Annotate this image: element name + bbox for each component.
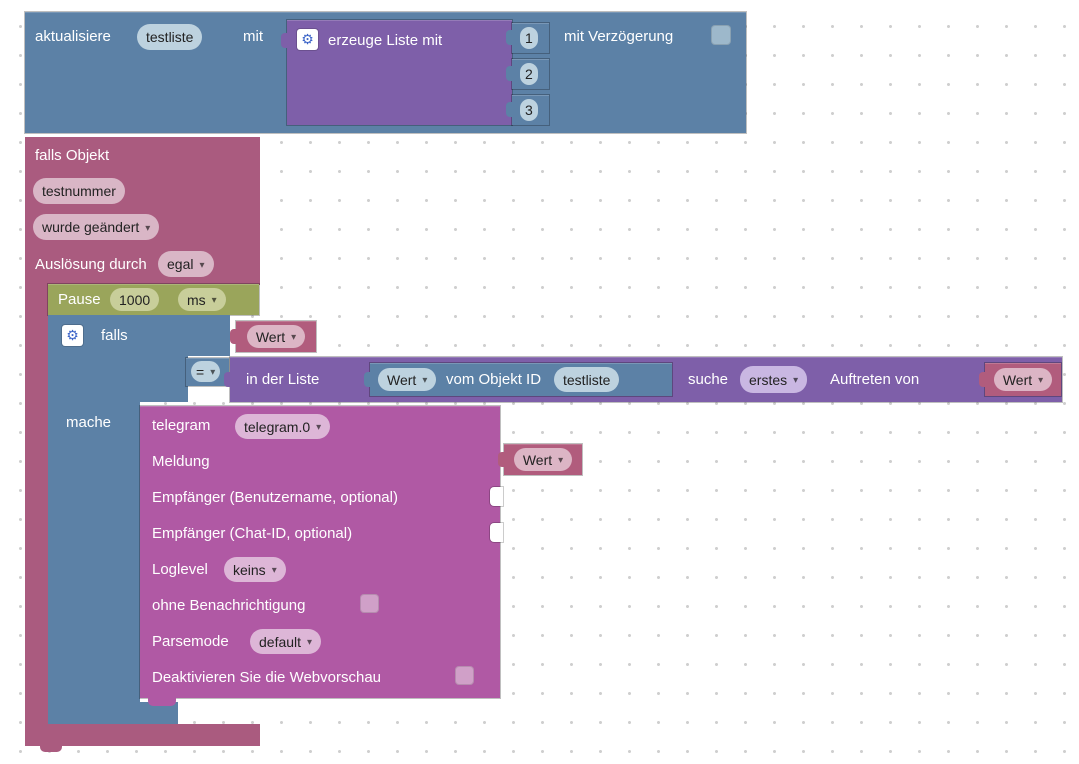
object-id-field[interactable]: testliste xyxy=(554,367,620,392)
parsemode-dropdown[interactable]: default xyxy=(250,629,322,654)
silent-checkbox[interactable] xyxy=(360,594,379,613)
label-meldung: Meldung xyxy=(152,453,210,470)
label-mit-verzoegerung: mit Verzögerung xyxy=(564,28,674,45)
loglevel-dropdown[interactable]: keins xyxy=(224,557,286,582)
connector-tab-icon xyxy=(230,329,237,344)
next-connector-bump xyxy=(148,698,176,706)
block-number[interactable]: 1 xyxy=(506,23,549,53)
gear-icon[interactable] xyxy=(297,29,318,50)
webpreview-checkbox[interactable] xyxy=(455,666,474,685)
label-webvorschau: Deaktivieren Sie die Webvorschau xyxy=(152,669,382,686)
label-loglevel: Loglevel xyxy=(152,561,208,578)
block-value-find[interactable]: Wert xyxy=(979,363,1061,396)
block-pause[interactable]: Pause 1000 ms xyxy=(48,284,259,315)
label-parsemode: Parsemode xyxy=(152,633,229,650)
connector-tab-icon xyxy=(506,102,513,117)
block-get-value[interactable]: Wert vom Objekt ID testliste xyxy=(364,363,672,396)
block-number[interactable]: 3 xyxy=(506,95,549,125)
label-vom-objekt-id: vom Objekt ID xyxy=(446,371,542,388)
label-mache: mache xyxy=(66,414,112,431)
label-falls: falls xyxy=(101,327,128,344)
block-value-left[interactable]: Wert xyxy=(230,321,316,352)
label-aktualisiere: aktualisiere xyxy=(35,28,111,45)
connector-tab-icon xyxy=(281,33,288,48)
label-falls-objekt: falls Objekt xyxy=(35,147,110,164)
label-auftreten-von: Auftreten von xyxy=(830,371,920,388)
connector-tab-icon xyxy=(979,372,986,387)
occurrence-dropdown[interactable]: erstes xyxy=(740,366,808,393)
label-ausloesung-durch: Auslösung durch xyxy=(35,256,147,273)
label-empfaenger-benutzername: Empfänger (Benutzername, optional) xyxy=(152,489,398,506)
number-field[interactable]: 1 xyxy=(520,27,538,49)
label-pause: Pause xyxy=(58,291,101,308)
empty-input-socket xyxy=(490,487,503,506)
delay-checkbox[interactable] xyxy=(711,25,731,45)
pause-unit-dropdown[interactable]: ms xyxy=(178,288,226,311)
telegram-instance-dropdown[interactable]: telegram.0 xyxy=(235,414,331,439)
label-erzeuge-liste: erzeuge Liste mit xyxy=(328,32,443,49)
connector-tab-icon xyxy=(364,372,371,387)
label-telegram: telegram xyxy=(152,417,211,434)
trigger-object-field[interactable]: testnummer xyxy=(33,178,125,204)
label-empfaenger-chatid: Empfänger (Chat-ID, optional) xyxy=(152,525,353,542)
number-field[interactable]: 3 xyxy=(520,99,538,121)
trigger-ack-dropdown[interactable]: egal xyxy=(158,251,214,277)
block-list-indexof[interactable]: in der Liste Wert vom Objekt ID testlist… xyxy=(224,357,1062,402)
block-create-list[interactable]: erzeuge Liste mit xyxy=(281,20,512,125)
value-dropdown[interactable]: Wert xyxy=(246,325,306,348)
label-mit: mit xyxy=(243,28,263,45)
value-dropdown[interactable]: Wert xyxy=(993,368,1053,391)
connector-tab-icon xyxy=(506,66,513,81)
object-id-field[interactable]: testliste xyxy=(137,24,203,50)
empty-input-socket xyxy=(490,523,503,542)
number-field[interactable]: 2 xyxy=(520,63,538,85)
connector-tab-icon xyxy=(506,30,513,45)
label-ohne-benachrichtigung: ohne Benachrichtigung xyxy=(152,597,306,614)
next-connector-bump xyxy=(40,745,62,752)
block-compare[interactable]: = xyxy=(186,358,229,386)
compare-operator-dropdown[interactable]: = xyxy=(191,361,221,382)
connector-tab-icon xyxy=(224,372,231,387)
label-in-der-liste: in der Liste xyxy=(246,371,320,388)
gear-icon[interactable] xyxy=(62,325,83,346)
block-telegram[interactable]: telegram telegram.0 Meldung Empfänger (B… xyxy=(140,406,503,706)
block-number[interactable]: 2 xyxy=(506,59,549,89)
block-update-object[interactable]: aktualisiere testliste mit erzeuge Liste… xyxy=(25,12,746,133)
connector-tab-icon xyxy=(498,452,505,467)
pause-duration-field[interactable]: 1000 xyxy=(110,288,160,311)
value-attr-dropdown[interactable]: Wert xyxy=(378,368,437,391)
value-dropdown[interactable]: Wert xyxy=(513,448,573,471)
label-suche: suche xyxy=(688,371,729,388)
block-value-message[interactable]: Wert xyxy=(498,444,582,475)
trigger-event-dropdown[interactable]: wurde geändert xyxy=(33,214,160,240)
